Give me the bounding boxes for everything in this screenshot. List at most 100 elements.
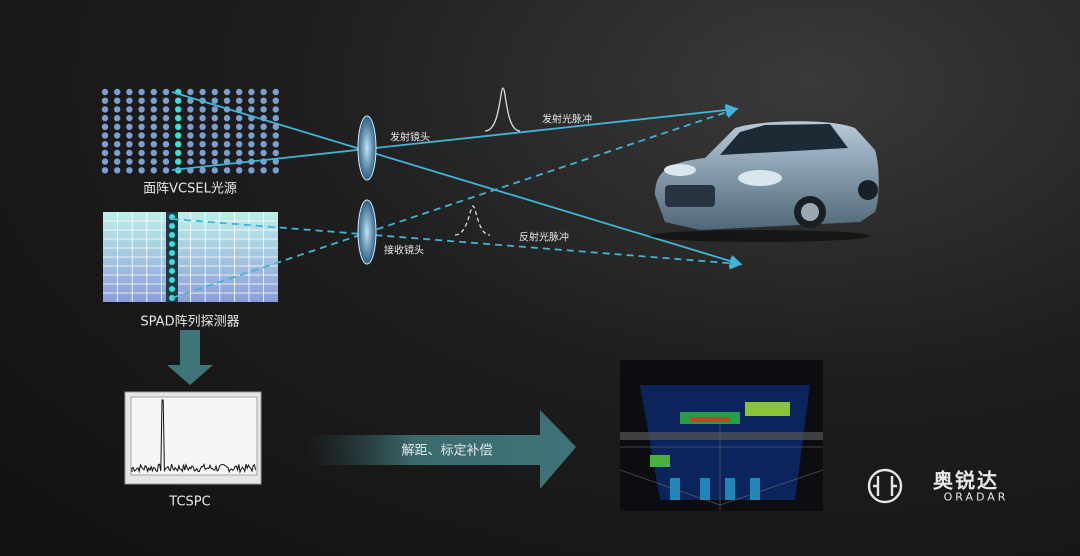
vcsel-emitter — [126, 132, 133, 139]
vcsel-emitter — [150, 106, 157, 113]
vcsel-emitter — [138, 167, 145, 174]
vcsel-emitter — [175, 123, 182, 130]
vcsel-emitter — [236, 141, 243, 148]
vcsel-emitter — [260, 149, 267, 157]
vcsel-emitter — [138, 114, 145, 122]
beams — [171, 91, 743, 299]
vcsel-emitter — [175, 158, 182, 165]
vcsel-emitter — [223, 97, 231, 104]
spad-array — [103, 212, 278, 302]
vcsel-emitter — [187, 123, 194, 130]
vcsel-emitter — [187, 141, 194, 148]
vcsel-emitter — [272, 141, 279, 148]
vcsel-label: 面阵VCSEL光源 — [143, 181, 237, 197]
vcsel-emitter — [162, 88, 170, 96]
vcsel-emitter — [236, 167, 243, 174]
vcsel-emitter — [272, 158, 279, 165]
vcsel-emitter — [236, 88, 243, 96]
vcsel-emitter — [187, 132, 194, 139]
vcsel-emitter — [248, 132, 255, 139]
tcspc-label: TCSPC — [169, 494, 211, 510]
logo-cn: 奥锐达 — [933, 468, 999, 493]
vcsel-emitter — [162, 97, 170, 104]
vcsel-emitter — [126, 158, 133, 165]
vcsel-emitter — [162, 141, 170, 148]
vcsel-emitter — [126, 167, 133, 174]
vcsel-emitter — [175, 132, 182, 139]
vcsel-emitter — [211, 141, 218, 148]
vcsel-emitter — [260, 106, 267, 113]
vcsel-emitter — [187, 97, 194, 104]
vcsel-emitter — [211, 88, 218, 96]
logo-en: ORADAR — [943, 490, 1009, 504]
vcsel-emitter — [162, 114, 170, 122]
tx-beam-lower — [171, 91, 743, 268]
rx-pulse-icon — [454, 205, 491, 236]
vcsel-emitter — [272, 167, 279, 174]
vcsel-emitter — [211, 167, 218, 174]
vcsel-emitter — [272, 149, 279, 157]
vcsel-emitter — [223, 88, 231, 96]
vcsel-emitter — [101, 97, 109, 104]
vcsel-emitter — [223, 141, 231, 148]
vcsel-emitter — [138, 132, 145, 139]
vcsel-emitter — [114, 106, 121, 113]
vcsel-emitter — [114, 123, 121, 130]
vcsel-emitter — [162, 167, 170, 174]
tx-beam-upper — [171, 103, 739, 171]
vcsel-emitter — [101, 132, 109, 139]
vcsel-emitter — [272, 106, 279, 113]
vcsel-emitter — [101, 167, 109, 174]
spad-pixel — [169, 241, 175, 247]
vcsel-emitter — [248, 167, 255, 174]
down-arrow-icon — [167, 330, 213, 385]
vcsel-emitter — [175, 114, 182, 122]
vcsel-emitter — [138, 106, 145, 113]
vcsel-emitter — [236, 123, 243, 130]
vcsel-emitter — [101, 149, 109, 157]
vcsel-emitter — [101, 123, 109, 130]
spad-pixel — [169, 286, 175, 292]
vcsel-emitter — [162, 106, 170, 113]
vcsel-emitter — [236, 97, 243, 104]
vcsel-emitter — [211, 149, 218, 157]
vcsel-emitter — [211, 97, 218, 104]
vcsel-emitter — [126, 149, 133, 157]
vcsel-emitter — [272, 88, 279, 96]
tcspc-histogram — [124, 391, 262, 485]
vcsel-emitter — [150, 158, 157, 165]
vcsel-emitter — [101, 114, 109, 122]
spad-pixel — [169, 250, 175, 256]
vcsel-emitter — [101, 88, 109, 96]
vcsel-emitter — [236, 114, 243, 122]
vcsel-emitter — [126, 88, 133, 96]
vcsel-emitter — [150, 97, 157, 104]
vcsel-emitter — [223, 149, 231, 157]
vcsel-emitter — [272, 97, 279, 104]
vcsel-emitter — [175, 106, 182, 113]
vcsel-emitter — [260, 141, 267, 148]
vcsel-emitter — [199, 167, 206, 174]
process-arrow — [305, 410, 576, 489]
vcsel-emitter — [223, 114, 231, 122]
vcsel-emitter — [199, 132, 206, 139]
tx-pulse-label: 发射光脉冲 — [542, 114, 592, 126]
vcsel-emitter — [248, 97, 255, 104]
vcsel-emitter — [162, 149, 170, 157]
vcsel-emitter — [223, 132, 231, 139]
vcsel-emitter — [236, 149, 243, 157]
vcsel-emitter — [126, 97, 133, 104]
vcsel-emitter — [260, 88, 267, 96]
vcsel-emitter — [126, 123, 133, 130]
vcsel-emitter — [260, 132, 267, 139]
vcsel-emitter — [248, 88, 255, 96]
vcsel-emitter — [138, 141, 145, 148]
vcsel-emitter — [236, 132, 243, 139]
rx-lens-icon — [357, 199, 377, 265]
rx-beam-lower — [171, 218, 743, 270]
vcsel-emitter — [260, 167, 267, 174]
spad-pixel — [169, 232, 175, 238]
vcsel-emitter — [101, 141, 109, 148]
vcsel-emitter — [260, 123, 267, 130]
